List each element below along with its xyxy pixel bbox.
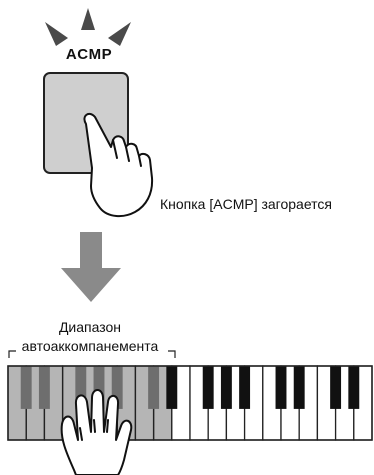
- range-label-line2: автоаккомпанемента: [21, 338, 159, 354]
- black-key[interactable]: [20, 366, 32, 409]
- range-bracket: [8, 350, 176, 358]
- down-arrow-icon: [61, 232, 121, 302]
- callout-text: Кнопка [ACMP] загорается: [160, 196, 332, 212]
- keyboard-border: [7, 365, 373, 441]
- black-key[interactable]: [239, 366, 251, 409]
- range-label-line1: Диапазон: [58, 319, 122, 335]
- black-key[interactable]: [111, 366, 123, 409]
- black-key[interactable]: [220, 366, 232, 409]
- black-key[interactable]: [293, 366, 305, 409]
- black-key[interactable]: [93, 366, 105, 409]
- black-key[interactable]: [75, 366, 87, 409]
- black-key[interactable]: [330, 366, 342, 409]
- open-hand-icon: [60, 389, 133, 475]
- acmp-button-label: ACMP: [65, 46, 113, 63]
- black-key[interactable]: [348, 366, 360, 409]
- black-key[interactable]: [148, 366, 160, 409]
- black-key[interactable]: [166, 366, 178, 409]
- black-key[interactable]: [275, 366, 287, 409]
- light-rays-icon: [45, 8, 131, 46]
- black-key[interactable]: [38, 366, 50, 409]
- piano-keyboard: [7, 365, 373, 441]
- black-key[interactable]: [202, 366, 214, 409]
- pointing-hand-icon: [83, 113, 154, 218]
